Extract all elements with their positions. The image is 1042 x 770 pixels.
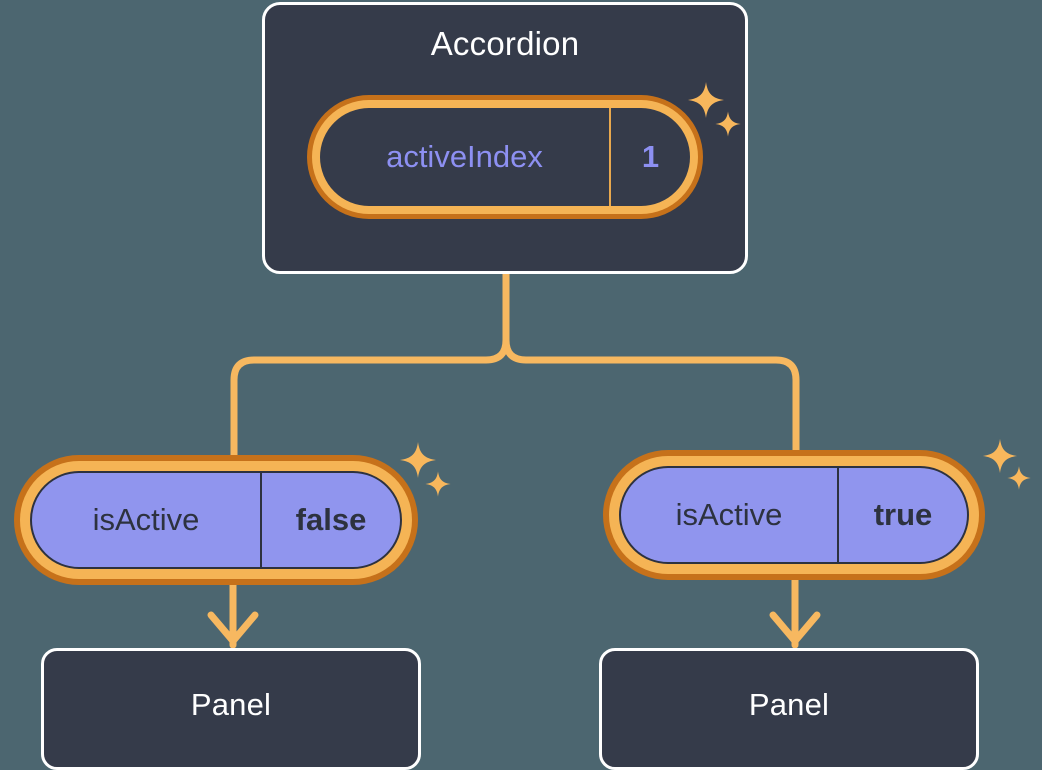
- state-pill-body: isActive true: [619, 466, 969, 564]
- state-pill-body: activeIndex 1: [320, 108, 690, 206]
- state-pill-key: activeIndex: [320, 108, 611, 206]
- sparkle-small-icon: [425, 471, 451, 497]
- state-pill-body: isActive false: [30, 471, 402, 569]
- state-pill-value: false: [295, 502, 367, 537]
- state-pill-activeindex[interactable]: activeIndex 1: [307, 95, 703, 219]
- state-pill-key: isActive: [32, 473, 262, 567]
- sparkle-large-icon: [400, 442, 436, 478]
- arrow-head-right-icon: [769, 611, 821, 645]
- component-card-panel-right[interactable]: Panel: [599, 648, 979, 770]
- connector-trunk-split: [230, 270, 510, 466]
- state-pill-value: true: [873, 497, 933, 532]
- state-pill-value: 1: [641, 139, 660, 174]
- component-title-accordion: Accordion: [430, 25, 580, 62]
- component-title-panel-right: Panel: [748, 687, 830, 722]
- component-card-panel-left[interactable]: Panel: [41, 648, 421, 770]
- sparkle-group-right: [981, 437, 1041, 501]
- component-title-panel-left: Panel: [190, 687, 272, 722]
- state-pill-key: isActive: [621, 468, 839, 562]
- state-pill-isactive-false[interactable]: isActive false: [14, 455, 418, 585]
- sparkle-large-icon: [982, 438, 1018, 474]
- sparkle-small-icon: [1007, 466, 1031, 490]
- connector-trunk-split-right: [502, 270, 800, 462]
- state-pill-isactive-true[interactable]: isActive true: [603, 450, 985, 580]
- arrow-head-left-icon: [207, 611, 259, 645]
